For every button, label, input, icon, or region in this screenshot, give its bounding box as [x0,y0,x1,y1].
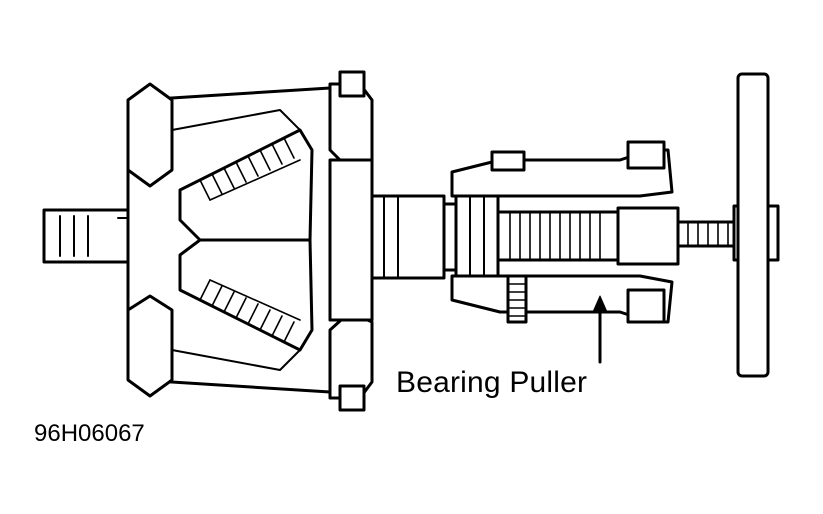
coil-winding-bottom [199,279,301,343]
rotor-body [126,70,374,412]
figure-id-label: 96H06067 [34,420,145,447]
bearing-puller-callout-label: Bearing Puller [396,366,588,399]
coil-winding-top [199,137,301,201]
callout-arrow [592,295,608,364]
bearing-puller-tool [450,72,780,378]
puller-thread [509,211,601,261]
rotor-bearing [370,194,460,280]
